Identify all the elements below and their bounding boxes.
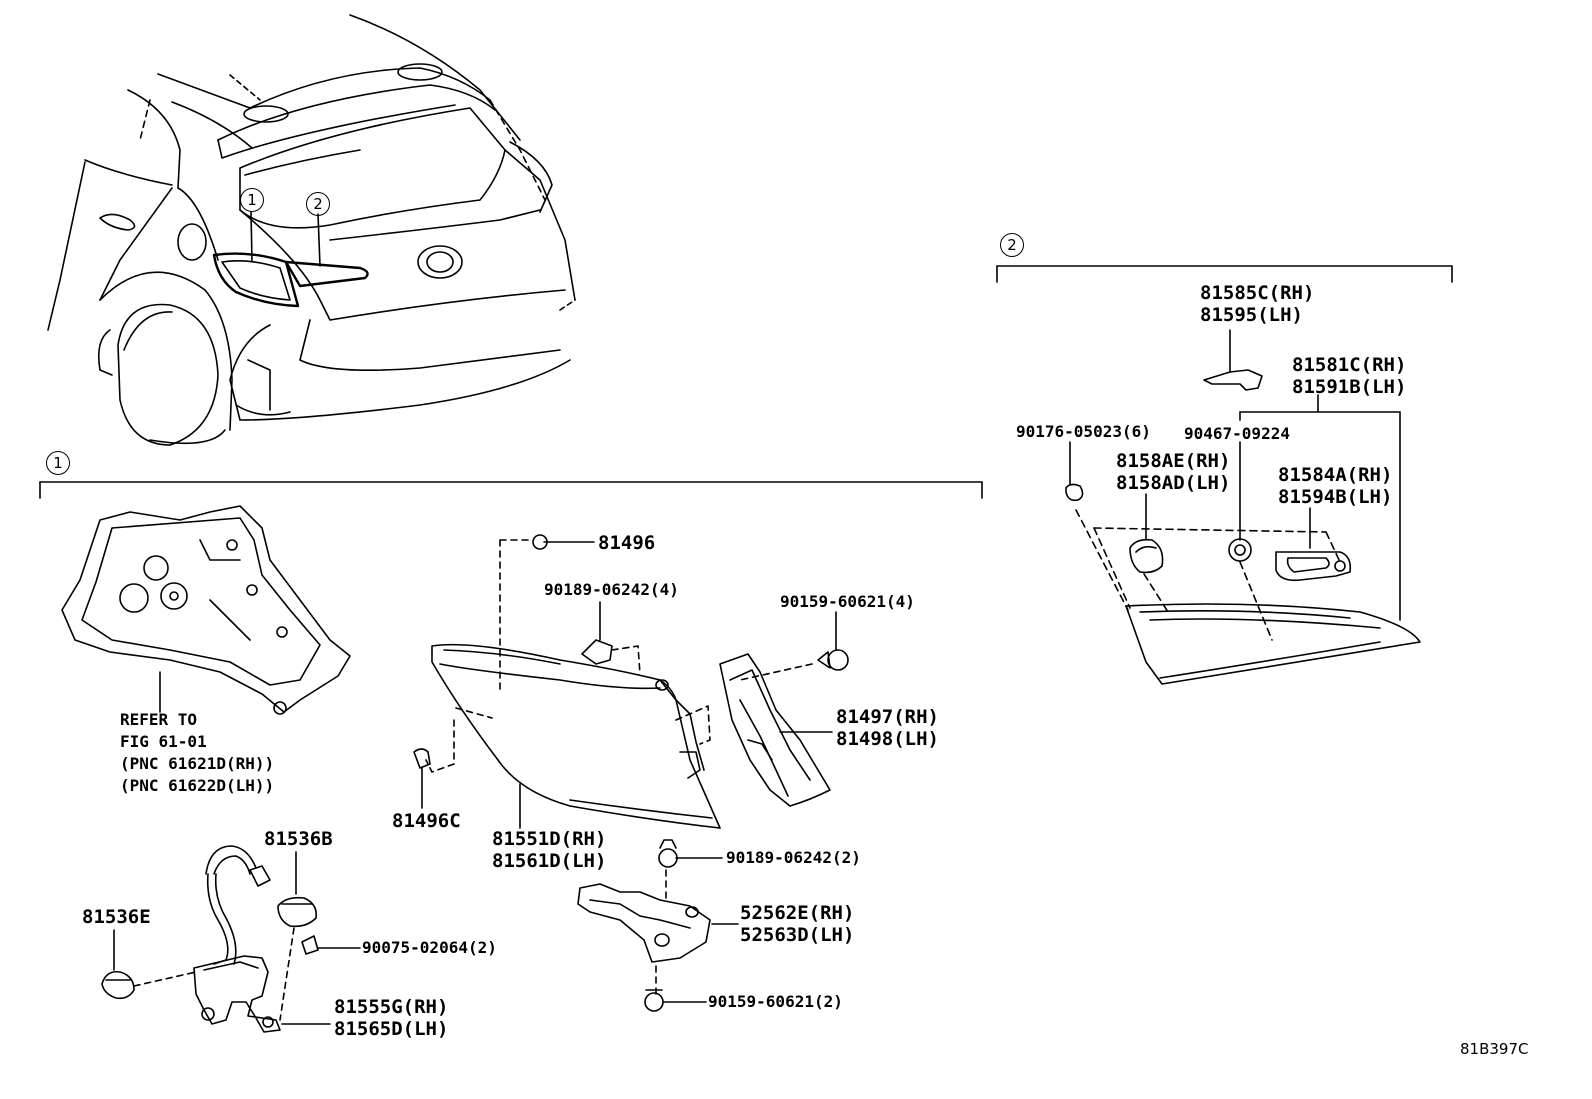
part-label-81536e: 81536E: [82, 906, 151, 928]
part-label-81496: 81496: [598, 532, 656, 554]
part-label-90159-bottom: 90159-60621(2): [708, 992, 843, 1011]
callout-1-section: 1: [46, 451, 70, 475]
callout-2-vehicle: 2: [306, 192, 330, 216]
vehicle-rear-view: [47, 14, 576, 446]
callout-1-vehicle: 1: [240, 188, 264, 212]
part-label-81498: 81498(LH): [836, 728, 939, 750]
part-label-90189-top: 90189-06242(4): [544, 580, 679, 599]
part-label-81594b: 81594B(LH): [1278, 486, 1393, 508]
part-label-81497: 81497(RH): [836, 706, 939, 728]
section-2-parts: [1065, 329, 1421, 685]
part-label-81595: 81595(LH): [1200, 304, 1303, 326]
part-label-52563d: 52563D(LH): [740, 924, 855, 946]
part-label-81536b: 81536B: [264, 828, 333, 850]
refer-note-line-1: REFER TO: [120, 710, 198, 729]
refer-note-line-2: FIG 61-01: [120, 732, 207, 751]
figure-code: 81B397C: [1460, 1040, 1529, 1058]
part-label-90159-top: 90159-60621(4): [780, 592, 915, 611]
part-label-90176: 90176-05023(6): [1016, 422, 1151, 441]
callout-2-section: 2: [1000, 233, 1024, 257]
part-label-90467: 90467-09224: [1184, 424, 1290, 443]
part-label-90075: 90075-02064(2): [362, 938, 497, 957]
part-label-52562e: 52562E(RH): [740, 902, 855, 924]
part-label-81585c: 81585C(RH): [1200, 282, 1315, 304]
refer-note-line-4: (PNC 61622D(LH)): [120, 776, 275, 795]
section-1-parts: [61, 505, 849, 1033]
refer-note-line-3: (PNC 61621D(RH)): [120, 754, 275, 773]
part-label-81496c: 81496C: [392, 810, 461, 832]
part-label-8158ad: 8158AD(LH): [1116, 472, 1231, 494]
part-label-8158ae: 8158AE(RH): [1116, 450, 1231, 472]
part-label-81581c: 81581C(RH): [1292, 354, 1407, 376]
part-label-90189-bottom: 90189-06242(2): [726, 848, 861, 867]
part-label-81565d: 81565D(LH): [334, 1018, 449, 1040]
part-label-81551d: 81551D(RH): [492, 828, 607, 850]
part-label-81584a: 81584A(RH): [1278, 464, 1393, 486]
section-1-bracket: [39, 481, 983, 499]
part-label-81591b: 81591B(LH): [1292, 376, 1407, 398]
section-2-bracket: [996, 265, 1453, 283]
part-label-81555g: 81555G(RH): [334, 996, 449, 1018]
part-label-81561d: 81561D(LH): [492, 850, 607, 872]
